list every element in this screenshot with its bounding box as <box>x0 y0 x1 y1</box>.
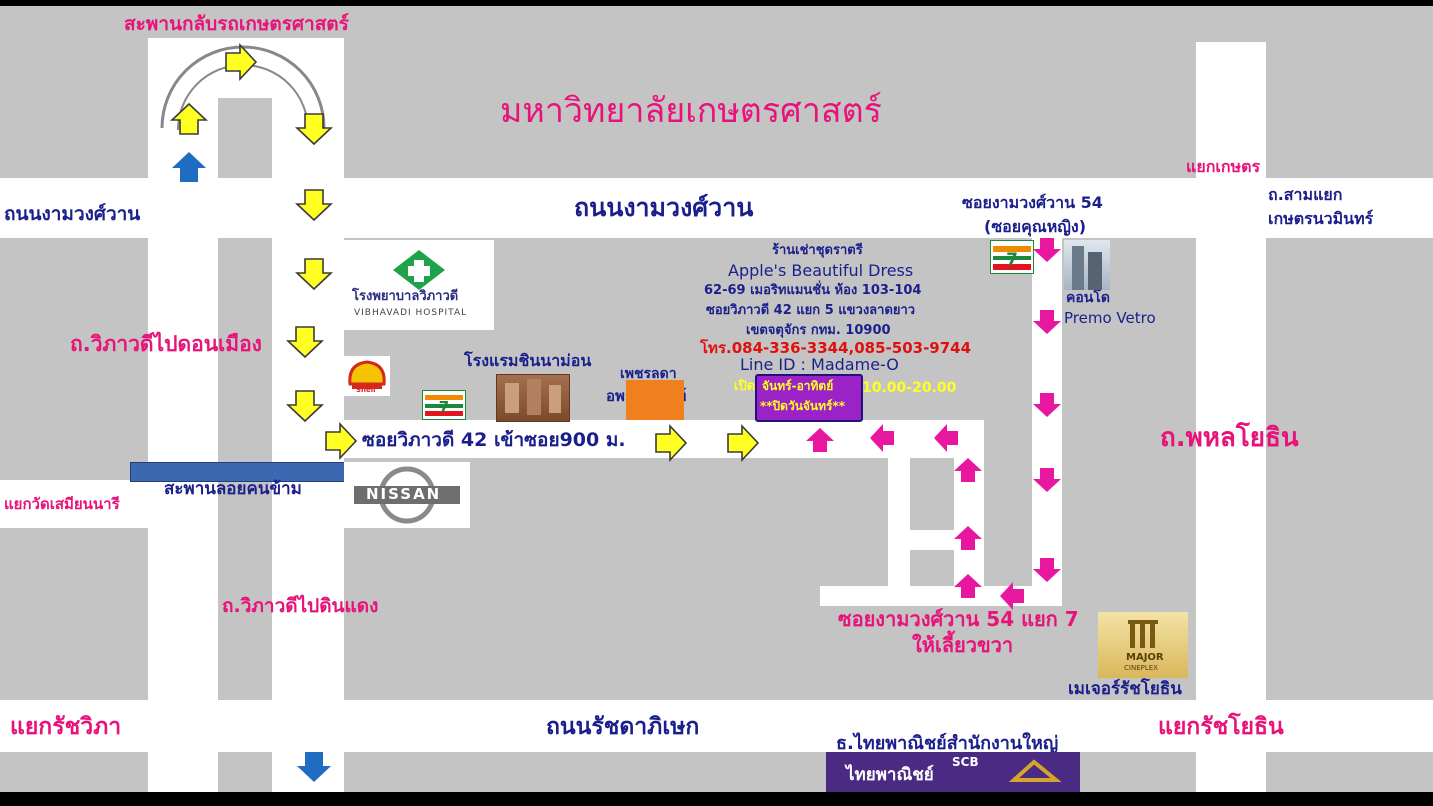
soi54-arrow-3 <box>1033 393 1061 417</box>
label-cinnamon-hotel: โรงแรมชินนาม่อน <box>464 351 592 370</box>
label-three-way-1: ถ.สามแยก <box>1268 185 1343 204</box>
hospital-name-th: โรงพยาบาลวิภาวดี <box>352 289 459 304</box>
label-ratchayothin: แยกรัชโยธิน <box>1158 714 1284 740</box>
soi42-arrow-left-2 <box>870 424 894 452</box>
soi54-arrow-2 <box>1033 310 1061 334</box>
premo-vetro-building <box>1064 240 1110 290</box>
label-kaset-junction: แยกเกษตร <box>1186 157 1261 176</box>
major-text: MAJOR <box>1126 652 1164 663</box>
label-wat-samian: แยกวัดเสมียนนารี <box>4 495 120 513</box>
road-ratchadaphisek <box>0 700 1433 752</box>
shop-closed-note: **ปิดวันจันทร์** <box>760 399 846 413</box>
label-ratchadaphisek: ถนนรัชดาภิเษก <box>546 714 700 740</box>
label-phahonyothin: ถ.พหลโยธิน <box>1160 423 1299 453</box>
label-ratchawipha: แยกรัชวิภา <box>10 714 122 740</box>
soi42-arrow-2 <box>655 425 687 461</box>
soi54-arrow-5 <box>1033 558 1061 582</box>
seven-eleven-logo-vibhavadi: 7 <box>421 389 467 421</box>
nissan-icon <box>354 466 460 524</box>
label-turn-right: ให้เลี้ยวขวา <box>912 633 1014 657</box>
label-scb-hq: ธ.ไทยพาณิชย์สำนักงานใหญ่ <box>836 733 1059 754</box>
soi54-7-arrow-up-2 <box>954 526 982 550</box>
soi42-arrow-left-1 <box>934 424 958 452</box>
seven-eleven-icon: 7 <box>989 239 1035 275</box>
label-ngamwongwan-center: ถนนงามวงศ์วาน <box>574 193 754 222</box>
vibhavadi-arrow-4 <box>287 390 323 422</box>
seven-eleven-icon: 7 <box>421 389 467 421</box>
label-premo-vetro: Premo Vetro <box>1064 309 1156 327</box>
major-subtext: CINEPLEX <box>1124 664 1158 672</box>
label-soi-vibhavadi-42: ซอยวิภาวดี 42 เข้าซอย900 ม. <box>362 429 626 451</box>
hospital-cross-icon <box>393 250 445 290</box>
vibhavadi-arrow-2 <box>296 258 332 290</box>
major-columns-icon <box>1128 620 1158 648</box>
cinnamon-hotel-photo <box>496 374 570 422</box>
hospital-name-en: VIBHAVADI HOSPITAL <box>354 308 468 318</box>
label-university: มหาวิทยาลัยเกษตรศาสตร์ <box>500 91 882 131</box>
map-background <box>0 6 1433 792</box>
soi54-7-arrow-left <box>1000 582 1024 610</box>
scb-thai-text: ไทยพาณิชย์ <box>846 765 934 785</box>
vibhavadi-arrow-3 <box>287 326 323 358</box>
uturn-arrow-right <box>225 44 257 80</box>
label-three-way-2: เกษตรนวมินทร์ <box>1268 209 1374 228</box>
blue-arrow-up <box>172 152 206 182</box>
label-soi54-khunying: (ซอยคุณหญิง) <box>984 217 1087 236</box>
label-footbridge: สะพานลอยคนข้าม <box>164 479 302 499</box>
shop-title: ร้านเช่าชุดราตรี <box>772 243 863 258</box>
nissan-text: NISSAN <box>366 485 442 503</box>
road-branch-connector-2 <box>888 440 984 456</box>
road-soi-54-7-bottom <box>820 586 1062 606</box>
soi54-7-arrow-up-3 <box>954 458 982 482</box>
soi42-arrow-1 <box>325 423 357 459</box>
vibhavadi-hospital-logo: โรงพยาบาลวิภาวดี VIBHAVADI HOSPITAL <box>344 240 494 330</box>
scb-text: SCB <box>952 755 979 769</box>
phetcharat-apartment-marker <box>626 380 684 420</box>
shop-hours-days: จันทร์-อาทิตย์ <box>762 379 834 393</box>
scb-emblem-icon <box>1008 759 1062 782</box>
shop-address-3: เขตจตุจักร กทม. 10900 <box>746 323 891 338</box>
seven-eleven-logo-soi54: 7 <box>989 239 1035 275</box>
shop-marker-box <box>755 374 863 422</box>
blue-arrow-down <box>297 752 331 782</box>
major-cineplex-logo: MAJOR CINEPLEX <box>1098 612 1188 678</box>
shop-hours-time: 10.00-20.00 <box>862 380 957 396</box>
label-soi54: ซอยงามวงศ์วาน 54 <box>962 193 1103 212</box>
label-major: เมเจอร์รัชโยธิน <box>1068 679 1182 699</box>
shell-icon <box>348 360 386 389</box>
shop-line-id: Line ID : Madame-O <box>740 355 899 374</box>
label-condo: คอนโด <box>1066 290 1110 306</box>
label-vibhavadi-donmuang: ถ.วิภาวดีไปดอนเมือง <box>70 332 262 356</box>
shop-arrow-up <box>806 428 834 452</box>
label-ngamwongwan-west: ถนนงามวงศ์วาน <box>4 203 141 225</box>
label-u-turn-bridge: สะพานกลับรถเกษตรศาสตร์ <box>124 13 349 35</box>
shop-address-2: ซอยวิภาวดี 42 แยก 5 แขวงลาดยาว <box>706 303 916 318</box>
label-phetcharat: เพชรลดา <box>620 366 677 382</box>
vibhavadi-arrow-1 <box>296 189 332 221</box>
road-wat-samian <box>0 480 148 528</box>
label-vibhavadi-dindaeng: ถ.วิภาวดีไปดินแดง <box>222 595 379 617</box>
nissan-logo: NISSAN <box>344 462 470 528</box>
road-soi-54-vertical <box>1032 238 1062 606</box>
svg-text:7: 7 <box>439 398 449 416</box>
uturn-arc <box>160 45 326 129</box>
shop-phone: โทร.084-336-3344,085-503-9744 <box>700 339 972 357</box>
shop-hours-prefix: เปิด <box>734 379 756 394</box>
soi54-arrow-4 <box>1033 468 1061 492</box>
shop-name: Apple's Beautiful Dress <box>728 261 914 280</box>
road-phahonyothin <box>1196 42 1266 792</box>
shell-logo: Shell <box>344 356 390 396</box>
road-ngamwongwan <box>0 178 1433 238</box>
uturn-arrow-down <box>296 113 332 145</box>
shop-address-1: 62-69 เมอริทแมนชั่น ห้อง 103-104 <box>704 283 922 298</box>
label-soi54-7: ซอยงามวงศ์วาน 54 แยก 7 <box>838 607 1079 631</box>
svg-text:7: 7 <box>1006 250 1018 270</box>
scb-logo: SCB ไทยพาณิชย์ <box>826 752 1080 792</box>
shell-text: Shell <box>356 386 376 394</box>
soi54-arrow-1 <box>1033 238 1061 262</box>
soi42-arrow-3 <box>727 425 759 461</box>
soi54-7-arrow-up-1 <box>954 574 982 598</box>
